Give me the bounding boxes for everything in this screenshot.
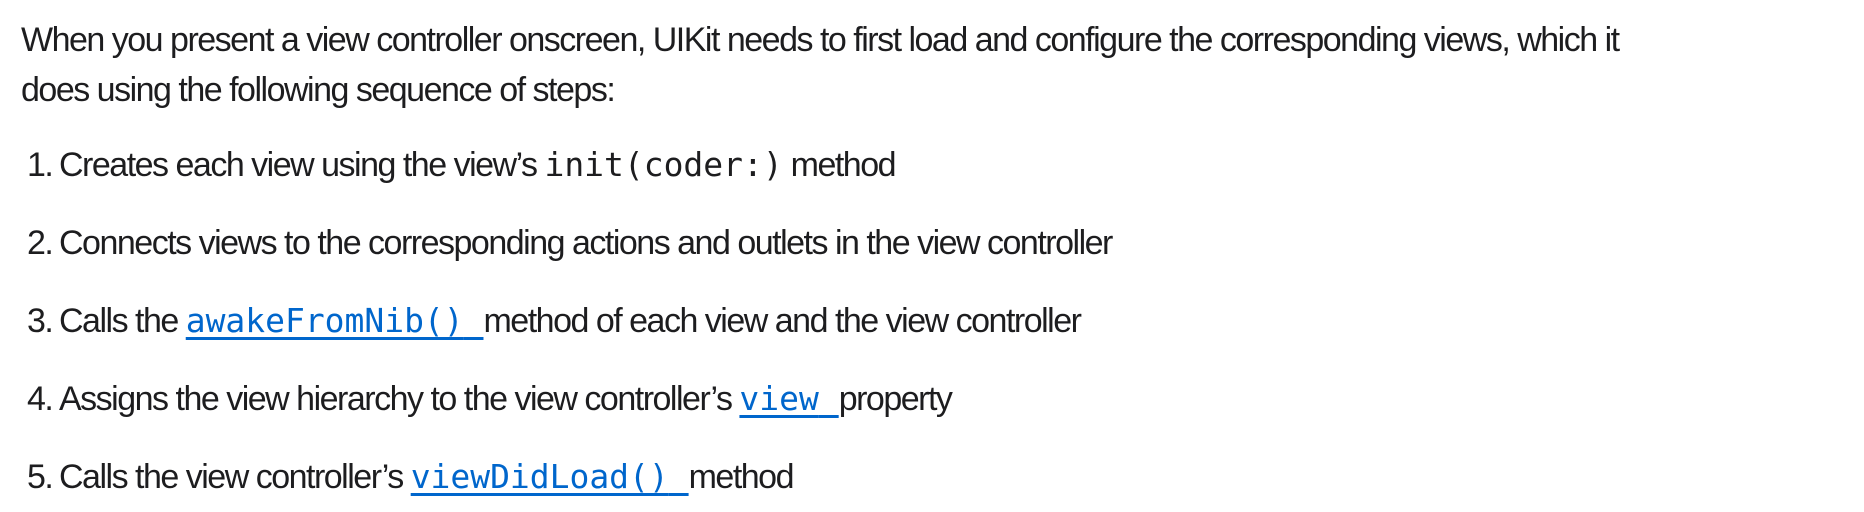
text-run: property <box>838 380 953 418</box>
text-run: method <box>782 146 897 184</box>
text-run: Connects views to the corresponding acti… <box>59 224 1113 262</box>
intro-paragraph: When you present a view controller onscr… <box>21 15 1844 115</box>
text-run: Calls the <box>59 302 186 340</box>
symbol-link[interactable]: viewDidLoad() <box>410 457 669 496</box>
list-item-text: Creates each view using the view’s init(… <box>59 145 897 184</box>
list-item-number: 2. <box>27 224 54 262</box>
list-item-step-2: 2.Connects views to the corresponding ac… <box>21 218 1844 268</box>
list-item-number: 1. <box>27 146 54 184</box>
text-run: method <box>688 458 795 496</box>
inline-code: init(coder:) <box>544 145 783 184</box>
intro-line-2: does using the following sequence of ste… <box>21 71 616 109</box>
text-run: Creates each view using the view’s <box>59 146 545 184</box>
list-item-number: 3. <box>27 302 54 340</box>
symbol-link[interactable]: view <box>739 379 819 418</box>
list-item-step-3: 3.Calls the awakeFromNib() method of each… <box>21 296 1844 346</box>
text-run: Assigns the view hierarchy to the view c… <box>59 380 740 418</box>
text-run: method of each view and the view control… <box>483 302 1081 340</box>
list-item-step-1: 1.Creates each view using the view’s ini… <box>21 140 1844 190</box>
list-item-text: Connects views to the corresponding acti… <box>59 224 1113 262</box>
list-item-text: Calls the view controller’s viewDidLoad(… <box>59 457 795 496</box>
text-run: Calls the view controller’s <box>59 458 411 496</box>
list-item-text: Calls the awakeFromNib() method of each v… <box>59 301 1082 340</box>
steps-list: 1.Creates each view using the view’s ini… <box>21 140 1844 502</box>
list-item-number: 4. <box>27 380 54 418</box>
list-item-text: Assigns the view hierarchy to the view c… <box>59 379 953 418</box>
symbol-link[interactable]: awakeFromNib() <box>185 301 464 340</box>
list-item-number: 5. <box>27 458 54 496</box>
list-item-step-5: 5.Calls the view controller’s viewDidLoa… <box>21 452 1844 502</box>
list-item-step-4: 4.Assigns the view hierarchy to the view… <box>21 374 1844 424</box>
intro-line-1: When you present a view controller onscr… <box>21 21 1620 59</box>
